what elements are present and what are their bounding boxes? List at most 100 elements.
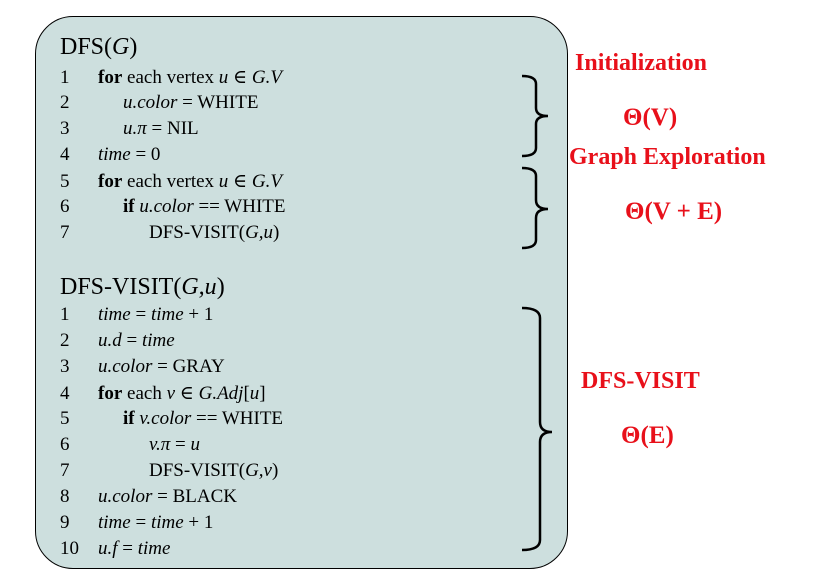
dfs-visit-title-suffix: ) bbox=[216, 274, 225, 300]
code-fragment: = 0 bbox=[130, 144, 161, 165]
variable: u.color bbox=[98, 486, 153, 507]
code-text: time = time + 1 bbox=[98, 304, 213, 326]
code-text: time = 0 bbox=[98, 144, 160, 166]
dfs-line-7: 7 DFS-VISIT(G,u) bbox=[60, 222, 279, 248]
code-fragment: == WHITE bbox=[191, 408, 284, 429]
dfs-visit-line-9: 9 time = time + 1 bbox=[60, 512, 213, 538]
code-fragment: DFS-VISIT( bbox=[149, 222, 246, 243]
dfs-title-suffix: ) bbox=[129, 34, 138, 60]
code-fragment: = NIL bbox=[146, 118, 199, 139]
variable: time bbox=[141, 330, 175, 351]
code-fragment: = WHITE bbox=[177, 92, 259, 113]
code-fragment: ∈ bbox=[175, 383, 199, 404]
line-number: 1 bbox=[60, 67, 70, 88]
variable: v.color bbox=[139, 408, 192, 429]
code-fragment: each vertex bbox=[122, 67, 219, 88]
variable: G.Adj bbox=[198, 383, 244, 404]
variable: u.π bbox=[123, 118, 147, 139]
code-text: if v.color == WHITE bbox=[123, 408, 283, 430]
variable: time bbox=[137, 538, 171, 559]
code-text: u.color = GRAY bbox=[98, 356, 225, 378]
initialization-label: Initialization bbox=[575, 50, 708, 76]
dfs-visit-complexity-label: DFS-VISIT bbox=[581, 368, 700, 394]
code-text: for each vertex u ∈ G.V bbox=[98, 170, 282, 193]
code-fragment: = bbox=[170, 434, 191, 455]
bracket-initialization bbox=[521, 74, 549, 158]
bracket-graph-exploration bbox=[521, 166, 549, 250]
variable: G,v bbox=[245, 460, 272, 481]
dfs-line-4: 4 time = 0 bbox=[60, 144, 160, 170]
line-number: 5 bbox=[60, 171, 70, 192]
code-fragment: = bbox=[117, 538, 138, 559]
variable: v bbox=[166, 383, 176, 404]
dfs-line-5: 5 for each vertex u ∈ G.V bbox=[60, 170, 282, 196]
theta-v-label: Θ(V) bbox=[623, 104, 678, 131]
variable: u bbox=[249, 383, 260, 404]
code-fragment: each vertex bbox=[122, 171, 219, 192]
code-text: u.d = time bbox=[98, 330, 175, 352]
code-fragment: ∈ bbox=[228, 171, 252, 192]
code-fragment: [ bbox=[243, 383, 250, 404]
code-text: u.f = time bbox=[98, 538, 170, 560]
keyword: if bbox=[123, 196, 135, 217]
variable: time bbox=[150, 512, 184, 533]
keyword: if bbox=[123, 408, 135, 429]
code-text: u.π = NIL bbox=[123, 118, 199, 140]
line-number: 9 bbox=[60, 512, 70, 533]
keyword: for bbox=[98, 67, 123, 88]
dfs-visit-title: DFS-VISIT(G,u) bbox=[60, 274, 225, 301]
dfs-title-prefix: DFS( bbox=[60, 34, 113, 60]
code-fragment: ] bbox=[259, 383, 266, 404]
code-text: u.color = WHITE bbox=[123, 92, 258, 114]
line-number: 4 bbox=[60, 144, 70, 165]
graph-exploration-label: Graph Exploration bbox=[569, 144, 766, 170]
line-number: 2 bbox=[60, 330, 70, 351]
code-text: for each vertex u ∈ G.V bbox=[98, 66, 282, 89]
dfs-visit-title-prefix: DFS-VISIT( bbox=[60, 274, 182, 300]
dfs-title: DFS(G) bbox=[60, 34, 137, 61]
variable: time bbox=[150, 304, 184, 325]
code-fragment: DFS-VISIT( bbox=[149, 460, 246, 481]
line-number: 8 bbox=[60, 486, 70, 507]
variable: G.V bbox=[251, 171, 282, 192]
code-fragment: == WHITE bbox=[193, 196, 286, 217]
variable: u.color bbox=[123, 92, 178, 113]
code-text: DFS-VISIT(G,v) bbox=[149, 460, 278, 482]
variable: time bbox=[98, 144, 131, 165]
code-fragment: ) bbox=[273, 222, 280, 243]
theta-v-e-label: Θ(V + E) bbox=[625, 198, 723, 225]
code-fragment: each bbox=[122, 383, 167, 404]
keyword: for bbox=[98, 171, 123, 192]
code-fragment: = bbox=[121, 330, 142, 351]
code-fragment: + 1 bbox=[183, 512, 214, 533]
variable: u.f bbox=[98, 538, 118, 559]
variable: G.V bbox=[251, 67, 282, 88]
code-fragment: + 1 bbox=[183, 304, 214, 325]
code-text: time = time + 1 bbox=[98, 512, 213, 534]
code-text: if u.color == WHITE bbox=[123, 196, 286, 218]
code-fragment: = GRAY bbox=[152, 356, 225, 377]
dfs-line-1: 1 for each vertex u ∈ G.V bbox=[60, 66, 282, 92]
dfs-visit-line-10: 10 u.f = time bbox=[60, 538, 170, 564]
line-number: 5 bbox=[60, 408, 70, 429]
code-text: DFS-VISIT(G,u) bbox=[149, 222, 279, 244]
code-text: for each v ∈ G.Adj[u] bbox=[98, 382, 266, 405]
code-fragment: = bbox=[130, 304, 151, 325]
variable: u bbox=[218, 67, 229, 88]
variable: time bbox=[98, 304, 131, 325]
line-number: 10 bbox=[60, 538, 79, 559]
theta-e-label: Θ(E) bbox=[621, 422, 674, 449]
dfs-visit-line-5: 5 if v.color == WHITE bbox=[60, 408, 283, 434]
code-fragment: = bbox=[130, 512, 151, 533]
variable: u.color bbox=[139, 196, 194, 217]
variable: G,u bbox=[245, 222, 274, 243]
variable: u.d bbox=[98, 330, 122, 351]
line-number: 7 bbox=[60, 222, 70, 243]
